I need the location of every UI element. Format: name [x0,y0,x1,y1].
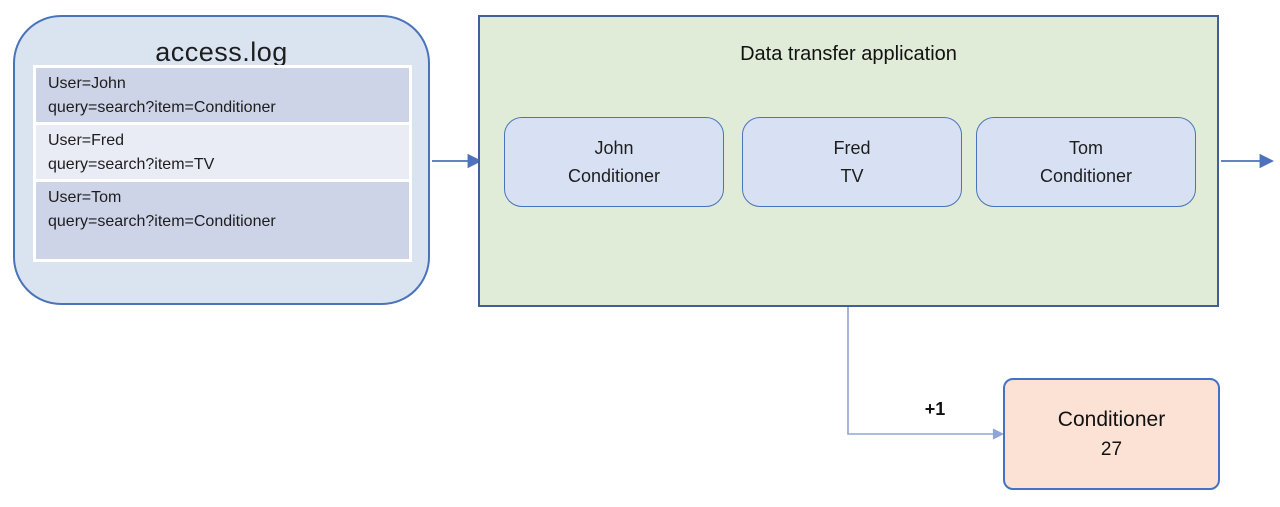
log-row-john: User=John query=search?item=Conditioner [36,68,409,122]
access-log-box: access.log User=John query=search?item=C… [13,15,430,305]
log-row-query: query=search?item=Conditioner [48,213,276,230]
counter-value: 27 [1100,438,1123,460]
log-row-fred: User=Fred query=search?item=TV [36,125,409,179]
increment-label: +1 [924,399,946,419]
record-user: Tom [1068,138,1103,158]
record-item: Conditioner [567,166,661,186]
record-box-john: John Conditioner [504,117,724,207]
log-row-user: User=Tom [48,189,122,206]
record-box-tom: Tom Conditioner [976,117,1196,207]
record-item: Conditioner [1039,166,1133,186]
record-user: Fred [833,138,871,158]
record-box-fred: Fred TV [742,117,962,207]
log-row-tom: User=Tom query=search?item=Conditioner [36,182,409,259]
log-row-query: query=search?item=Conditioner [48,99,276,116]
app-title: Data transfer application [740,43,957,65]
access-log-title: access.log [155,37,288,67]
log-row-user: User=Fred [48,132,125,149]
log-row-query: query=search?item=TV [48,156,215,173]
record-item: TV [840,166,864,186]
data-transfer-app-box: Data transfer application John Condition… [478,15,1219,307]
counter-box: Conditioner 27 [1003,378,1220,490]
log-row-user: User=John [48,75,126,92]
record-user: John [594,138,634,158]
counter-label: Conditioner [1057,407,1166,431]
access-log-table: User=John query=search?item=Conditioner … [33,65,412,262]
